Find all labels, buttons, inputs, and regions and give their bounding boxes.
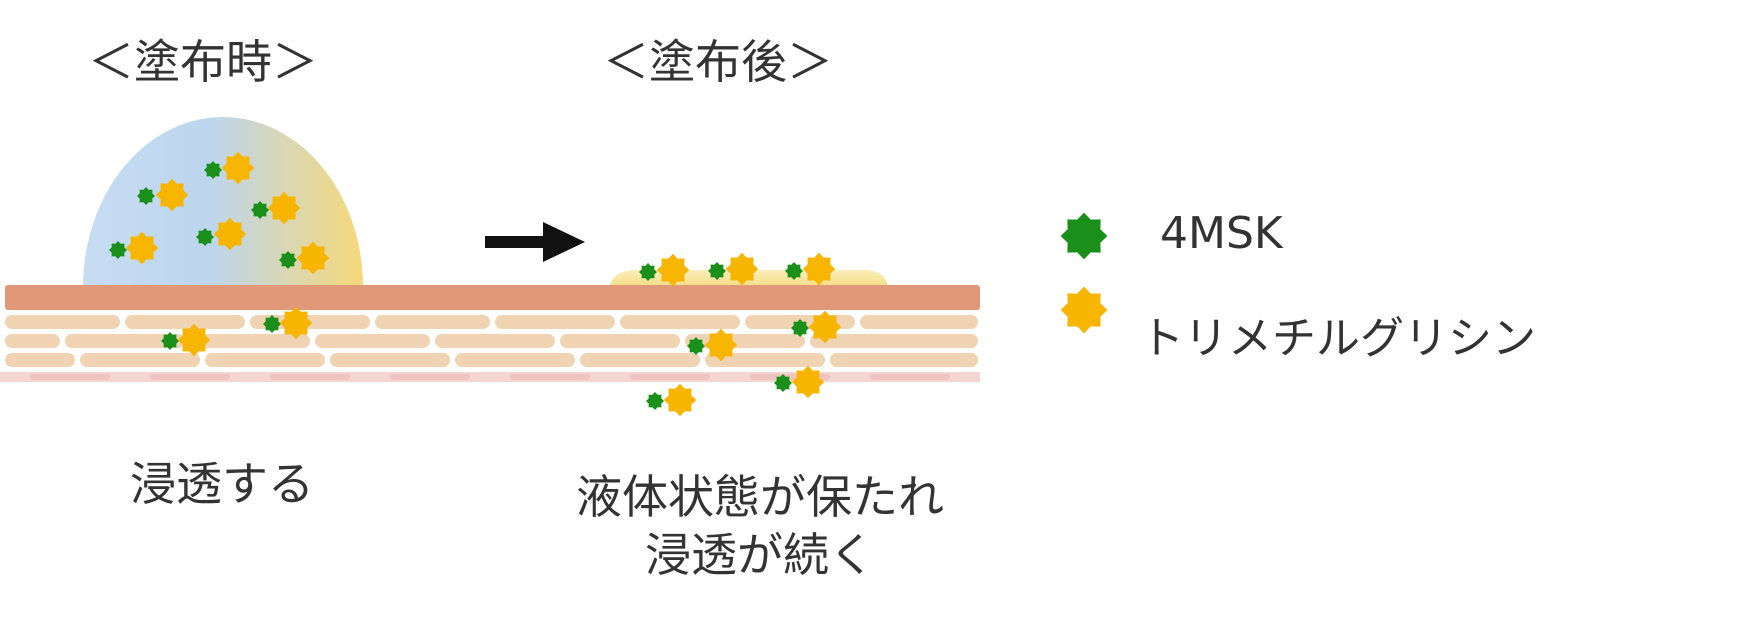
yellow-star-icon [1060,286,1108,334]
caption-after: 液体状態が保たれ 浸透が続く [550,468,970,584]
caption-before: 浸透する [130,457,314,511]
stratum-corneum-top [5,285,980,310]
skin-cell-layer [5,315,978,367]
title-before: ＜塗布時＞ [88,35,318,89]
dermis-layer [0,372,980,382]
arrow-right-icon [485,222,585,262]
green-star-icon [1060,212,1108,260]
legend-label-trimethylglycine: トリメチルグリシン [1140,313,1536,364]
caption-after-line2: 浸透が続く [645,528,875,582]
title-after: ＜塗布後＞ [603,35,833,89]
legend-label-4msk: 4MSK [1160,208,1283,259]
caption-after-line1: 液体状態が保たれ [576,470,944,524]
